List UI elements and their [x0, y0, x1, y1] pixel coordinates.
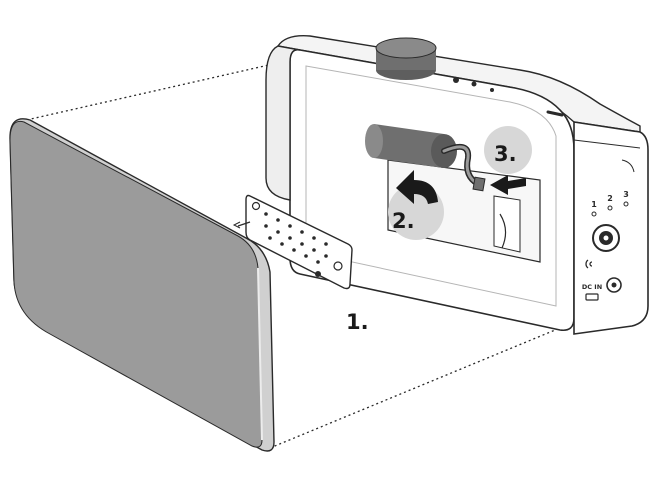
push-arrow-icon [490, 175, 526, 195]
battery-cylinder [365, 124, 486, 192]
grille-panel [9, 118, 275, 452]
side-controls: 1 2 3 DC IN [582, 159, 635, 301]
step-1-label: 1. [346, 310, 369, 334]
wireless-icon [585, 259, 593, 269]
mounting-plate [232, 194, 353, 290]
preset-2-label: 2 [607, 194, 613, 203]
curved-arrow-icon [396, 170, 438, 204]
preset-3-label: 3 [623, 190, 629, 199]
step-2-label: 2. [392, 209, 415, 233]
dc-in-port-icon [585, 293, 599, 301]
device-left-side [265, 45, 301, 201]
preset-1-label: 1 [591, 200, 597, 209]
knob-icon [375, 37, 437, 80]
step-3-label: 3. [494, 142, 517, 166]
dc-in-label: DC IN [582, 283, 602, 291]
plate-holes [264, 212, 328, 264]
screw-icon [251, 201, 261, 211]
step-3-marker: 3. [484, 126, 532, 174]
